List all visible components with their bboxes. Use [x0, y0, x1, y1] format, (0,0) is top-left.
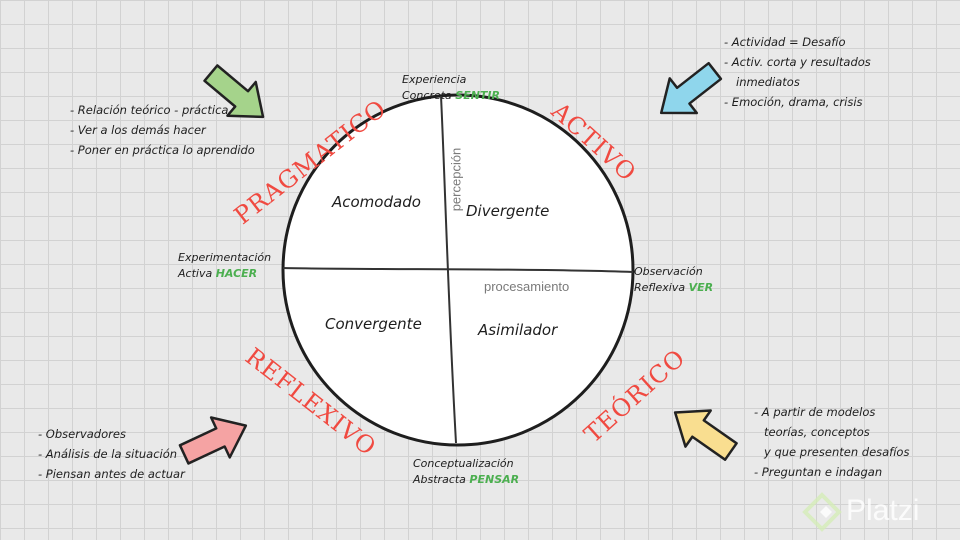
- note-item: - Piensan antes de actuar: [38, 467, 185, 481]
- pole-label-right: Observación Reflexiva VER: [634, 264, 713, 296]
- arrow-reflexivo: [178, 416, 248, 465]
- pole-top-line2: Concreta: [402, 89, 452, 102]
- notes-pragmatico: - Relación teórico - práctica - Ver a lo…: [70, 100, 255, 160]
- axis-label-procesamiento: procesamiento: [484, 279, 570, 294]
- pole-left-verb: HACER: [215, 267, 258, 280]
- notes-activo: - Actividad = Desafío - Activ. corta y r…: [724, 32, 871, 112]
- note-item: - Ver a los demás hacer: [70, 123, 206, 137]
- arrow-pragmatico: [203, 64, 265, 119]
- note-item: inmediatos: [736, 75, 800, 89]
- note-item: - Relación teórico - práctica: [70, 103, 229, 117]
- quadrant-label-convergente: Convergente: [325, 315, 422, 333]
- note-item: - Actividad = Desafío: [724, 35, 846, 49]
- pole-top-verb: SENTIR: [455, 89, 500, 102]
- quadrant-label-asimilador: Asimilador: [478, 321, 558, 339]
- quadrant-label-divergente: Divergente: [466, 202, 550, 220]
- notes-teorico: - A partir de modelos teorías, conceptos…: [754, 402, 909, 482]
- pole-right-line1: Observación: [634, 265, 703, 278]
- quadrant-label-acomodado: Acomodado: [332, 193, 421, 211]
- note-item: y que presenten desafíos: [764, 445, 910, 459]
- axis-label-percepcion: percepción: [448, 147, 464, 212]
- note-item: - Emoción, drama, crisis: [724, 95, 863, 109]
- note-item: - Observadores: [38, 427, 126, 441]
- vertical-axis-line: [440, 95, 457, 444]
- pole-left-line1: Experimentación: [178, 251, 272, 264]
- pole-label-bottom: Conceptualización Abstracta PENSAR: [413, 456, 519, 488]
- note-item: - Análisis de la situación: [38, 447, 178, 461]
- note-item: - Poner en práctica lo aprendido: [70, 143, 255, 157]
- notes-reflexivo: - Observadores - Análisis de la situació…: [38, 424, 185, 484]
- note-item: - Preguntan e indagan: [754, 465, 883, 479]
- horizontal-axis-line: [282, 267, 634, 273]
- pole-top-line1: Experiencia: [402, 73, 467, 86]
- pole-right-verb: VER: [688, 281, 714, 294]
- pole-left-line2: Activa: [178, 267, 213, 280]
- platzi-logo-icon: [802, 492, 842, 532]
- platzi-watermark: Platzi: [846, 494, 920, 527]
- note-item: - A partir de modelos: [754, 405, 876, 419]
- note-item: - Activ. corta y resultados: [724, 55, 871, 69]
- arrow-teorico: [673, 409, 738, 461]
- arrow-activo: [659, 61, 723, 115]
- pole-bottom-verb: PENSAR: [469, 473, 520, 486]
- pole-label-top: Experiencia Concreta SENTIR: [402, 72, 500, 104]
- pole-bottom-line2: Abstracta: [413, 473, 466, 486]
- pole-label-left: Experimentación Activa HACER: [178, 250, 271, 282]
- note-item: teorías, conceptos: [764, 425, 870, 439]
- pole-right-line2: Reflexiva: [634, 281, 686, 294]
- pole-bottom-line1: Conceptualización: [413, 457, 514, 470]
